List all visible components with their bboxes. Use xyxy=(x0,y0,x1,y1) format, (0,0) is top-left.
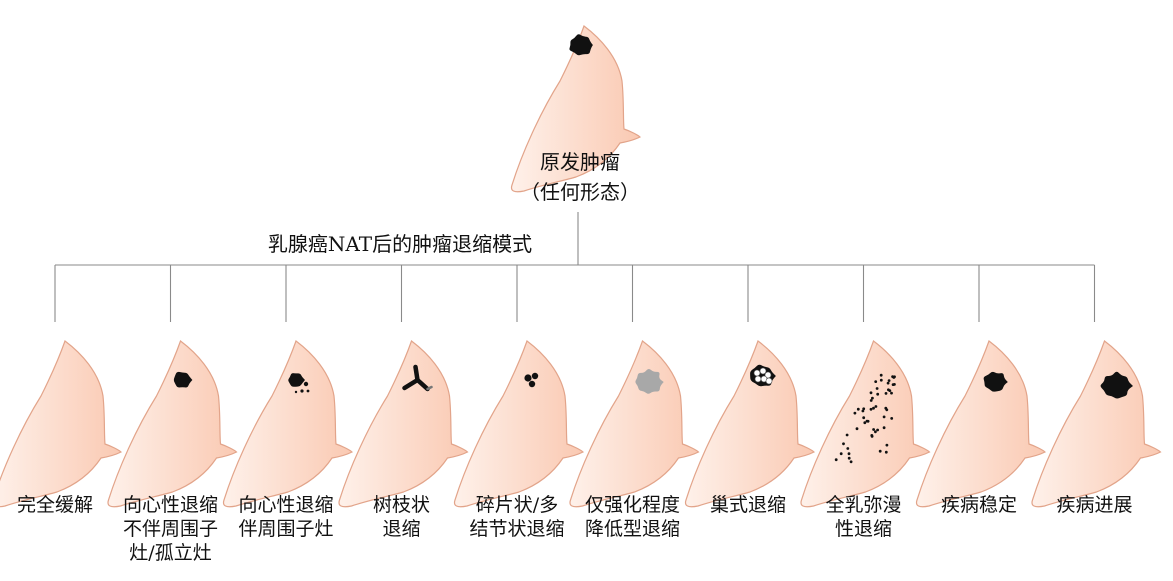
pattern-label-line: 伴周围子灶 xyxy=(238,518,334,540)
pattern-breast-9 xyxy=(915,340,1046,508)
pattern-label-line: 灶/孤立灶 xyxy=(129,542,212,564)
pattern-breast-5 xyxy=(453,340,584,508)
pattern-label-10: 疾病进展 xyxy=(1040,493,1150,517)
breast-illustrations xyxy=(0,25,1162,508)
pattern-label-6: 仅强化程度降低型退缩 xyxy=(578,493,688,541)
tumor-progressive-mass xyxy=(1100,371,1133,399)
pattern-breast-6 xyxy=(569,340,700,508)
tumor-stable-mass xyxy=(983,371,1008,392)
pattern-label-line: 结节状退缩 xyxy=(469,518,565,540)
pattern-label-2: 向心性退缩不伴周围子灶/孤立灶 xyxy=(116,493,226,565)
pattern-breast-3 xyxy=(222,340,353,508)
pattern-label-line: 全乳弥漫 xyxy=(825,494,902,516)
pattern-label-line: 树枝状 xyxy=(372,494,430,516)
pattern-breast-10 xyxy=(1031,340,1162,508)
tumor-small-mass xyxy=(173,371,193,388)
tumor-solid-mass xyxy=(569,34,593,56)
pattern-breast-8 xyxy=(800,340,931,508)
pattern-label-line: 巢式退缩 xyxy=(709,494,786,516)
tumor-diffuse xyxy=(834,373,896,464)
pattern-label-5: 碎片状/多结节状退缩 xyxy=(462,493,572,541)
pattern-breast-2 xyxy=(107,340,238,508)
pattern-label-line: 碎片状/多 xyxy=(475,494,559,516)
tumor-reduced-enhancement xyxy=(635,368,664,394)
primary-tumor-caption-line1: 原发肿瘤 xyxy=(540,150,620,174)
pattern-label-line: 向心性退缩 xyxy=(238,494,334,516)
pattern-label-line: 完全缓解 xyxy=(16,494,93,516)
tumor-nested xyxy=(750,364,776,387)
primary-tumor-caption: 原发肿瘤 （任何形态） xyxy=(480,147,680,207)
tumor-dendritic xyxy=(402,364,433,392)
pattern-label-line: 不伴周围子 xyxy=(122,518,218,540)
regression-patterns-title: 乳腺癌NAT后的肿瘤退缩模式 xyxy=(267,232,533,256)
pattern-label-line: 性退缩 xyxy=(834,518,892,540)
pattern-label-9: 疾病稳定 xyxy=(924,493,1034,517)
pattern-label-8: 全乳弥漫性退缩 xyxy=(809,493,919,541)
pattern-breast-1 xyxy=(0,340,122,508)
tree-connectors xyxy=(54,212,1096,322)
primary-tumor-breast xyxy=(510,25,641,193)
pattern-label-1: 完全缓解 xyxy=(0,493,110,517)
pattern-label-line: 退缩 xyxy=(382,518,421,540)
tumor-fragments xyxy=(524,372,539,388)
pattern-breast-7 xyxy=(684,340,815,508)
pattern-label-line: 疾病稳定 xyxy=(940,494,1017,516)
pattern-label-7: 巢式退缩 xyxy=(693,493,803,517)
pattern-label-line: 向心性退缩 xyxy=(122,494,218,516)
pattern-label-line: 降低型退缩 xyxy=(584,518,680,540)
pattern-label-4: 树枝状退缩 xyxy=(347,493,457,541)
pattern-label-line: 仅强化程度 xyxy=(584,494,680,516)
pattern-breast-4 xyxy=(338,340,469,508)
primary-tumor-caption-line2: （任何形态） xyxy=(520,180,640,204)
pattern-label-line: 疾病进展 xyxy=(1056,494,1133,516)
pattern-label-3: 向心性退缩伴周围子灶 xyxy=(231,493,341,541)
tumor-small-mass-satellites xyxy=(288,373,310,394)
